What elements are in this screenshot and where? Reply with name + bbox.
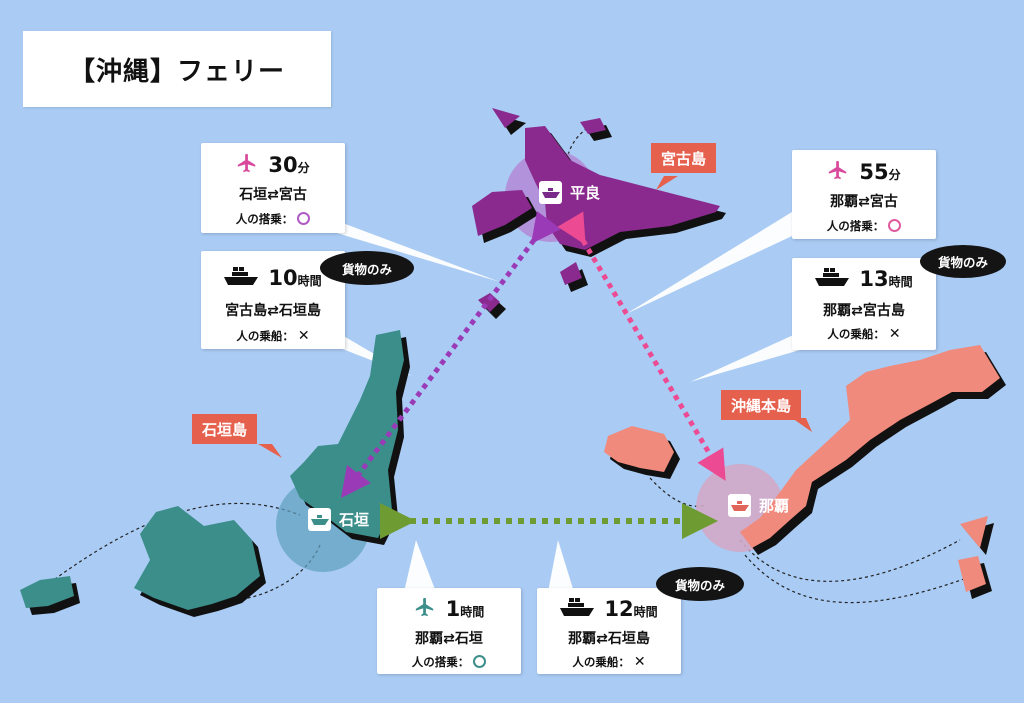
passenger-label: 人の乗船： (572, 655, 630, 669)
travel-time-unit: 時間 (297, 274, 322, 288)
ship-icon (815, 267, 850, 291)
miyako-islands (472, 108, 726, 319)
card-pointer (548, 540, 574, 592)
ferry-route-line (739, 539, 961, 582)
port-ishigaki: 石垣 (308, 508, 369, 531)
port-label-text: 平良 (570, 184, 601, 202)
island-tag-label: 石垣島 (202, 420, 248, 439)
tag-pointer (656, 176, 678, 190)
ferry-route-line (565, 125, 591, 197)
ferry-route-line (649, 477, 706, 507)
travel-time-unit: 時間 (888, 275, 913, 289)
route-text: 石垣⇄宮古 (239, 187, 307, 203)
tag-pointer (258, 444, 282, 458)
ship-icon (560, 597, 595, 621)
travel-time-value: 13 (859, 267, 889, 291)
tag-pointer (792, 418, 812, 432)
route-text: 那覇⇄石垣島 (568, 631, 650, 647)
circle-mark-icon (297, 212, 311, 225)
route-arrow-miyako-ishigaki (341, 211, 561, 499)
ferry-port-icon (308, 508, 331, 531)
island-tag-label: 宮古島 (661, 149, 707, 168)
airplane-icon (414, 596, 436, 622)
info-card-ishigaki-miyako-air: 30分 石垣⇄宮古 人の搭乗： (201, 143, 345, 233)
travel-time-unit: 分 (297, 161, 310, 175)
passenger-label: 人の搭乗： (826, 219, 885, 233)
info-card-miyako-ishigaki-ship: 10時間 宮古島⇄石垣島 人の乗船：✕ (201, 251, 345, 349)
route-text: 那覇⇄石垣 (415, 631, 483, 647)
travel-time-unit: 時間 (460, 605, 485, 619)
bubble-text: 貨物のみ (674, 577, 725, 593)
travel-time-unit: 時間 (633, 605, 658, 619)
ferry-route-line (744, 554, 976, 604)
route-text: 那覇⇄宮古島 (823, 303, 905, 319)
okinawa-islands (604, 345, 1006, 599)
cargo-only-bubble: 貨物のみ (920, 245, 1006, 278)
travel-time-value: 30 (268, 153, 298, 177)
cargo-only-bubble: 貨物のみ (656, 567, 744, 601)
route-text: 宮古島⇄石垣島 (225, 303, 321, 319)
route-text: 那覇⇄宮古 (830, 194, 898, 210)
travel-time-value: 55 (859, 160, 889, 184)
info-card-naha-ishigaki-ship: 12時間 那覇⇄石垣島 人の乗船：✕ (537, 588, 681, 674)
info-card-naha-miyako-ship: 13時間 那覇⇄宮古島 人の乗船：✕ (792, 258, 936, 350)
ferry-port-icon (728, 494, 751, 517)
circle-mark-icon (888, 219, 902, 232)
bubble-text: 貨物のみ (341, 261, 392, 277)
card-pointer (404, 540, 436, 592)
ferry-port-icon (539, 181, 562, 204)
passenger-label: 人の搭乗： (235, 212, 294, 226)
island-tag-okinawa: 沖縄本島 (721, 390, 802, 420)
cross-mark-icon: ✕ (888, 326, 901, 342)
travel-time-value: 10 (268, 266, 298, 290)
cargo-only-bubble: 貨物のみ (320, 251, 414, 285)
port-hirara: 平良 (539, 181, 600, 204)
passenger-label: 人の搭乗： (411, 655, 470, 669)
airplane-icon (827, 159, 849, 185)
info-card-naha-miyako-air: 55分 那覇⇄宮古 人の搭乗： (792, 150, 936, 239)
port-naha: 那覇 (728, 494, 789, 517)
title-box: 【沖縄】フェリー (23, 31, 331, 107)
island-tag-label: 沖縄本島 (731, 396, 792, 415)
bubble-text: 貨物のみ (937, 255, 988, 270)
passenger-label: 人の乗船： (827, 327, 885, 341)
passenger-label: 人の乗船： (236, 329, 294, 343)
cross-mark-icon: ✕ (297, 328, 310, 344)
airplane-icon (236, 152, 258, 178)
port-label-text: 石垣 (339, 511, 370, 529)
page-title: 【沖縄】フェリー (68, 56, 285, 87)
port-label-text: 那覇 (759, 497, 790, 515)
card-pointer (690, 332, 800, 382)
cross-mark-icon: ✕ (633, 654, 646, 670)
travel-time-value: 12 (604, 597, 634, 621)
travel-time-unit: 分 (888, 168, 901, 182)
island-tag-ishigaki: 石垣島 (192, 414, 258, 444)
info-card-naha-ishigaki-air: 1時間 那覇⇄石垣 人の搭乗： (377, 588, 521, 674)
circle-mark-icon (473, 655, 487, 668)
travel-time-value: 1 (445, 597, 461, 621)
ship-icon (224, 266, 259, 290)
ishigaki-islands (20, 330, 410, 617)
island-tag-miyako: 宮古島 (651, 143, 717, 173)
